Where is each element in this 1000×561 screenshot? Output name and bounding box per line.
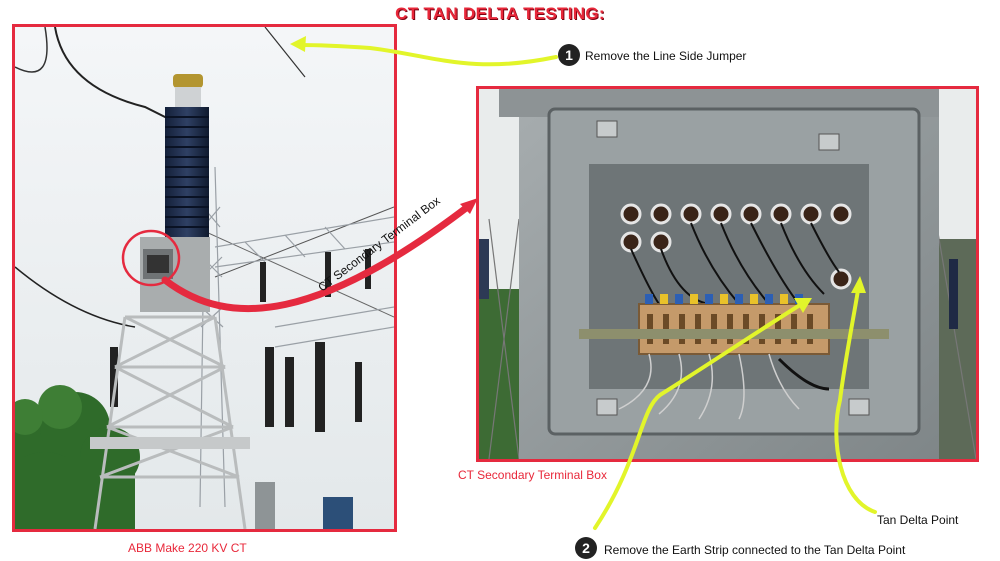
terminal-box-illustration [479,89,976,459]
step1-text: Remove the Line Side Jumper [585,49,747,63]
tan-delta-point-label: Tan Delta Point [877,513,959,527]
terminal-box-caption: CT Secondary Terminal Box [458,468,607,482]
ct-photo-illustration [15,27,394,529]
terminal-box-photo [476,86,979,462]
ct-photo-caption: ABB Make 220 KV CT [128,541,247,555]
step2-text: Remove the Earth Strip connected to the … [604,543,906,557]
page-title: CT TAN DELTA TESTING: [395,4,605,23]
step1-number-badge: 1 [558,44,580,66]
step2-number-badge: 2 [575,537,597,559]
ct-photo [12,24,397,532]
